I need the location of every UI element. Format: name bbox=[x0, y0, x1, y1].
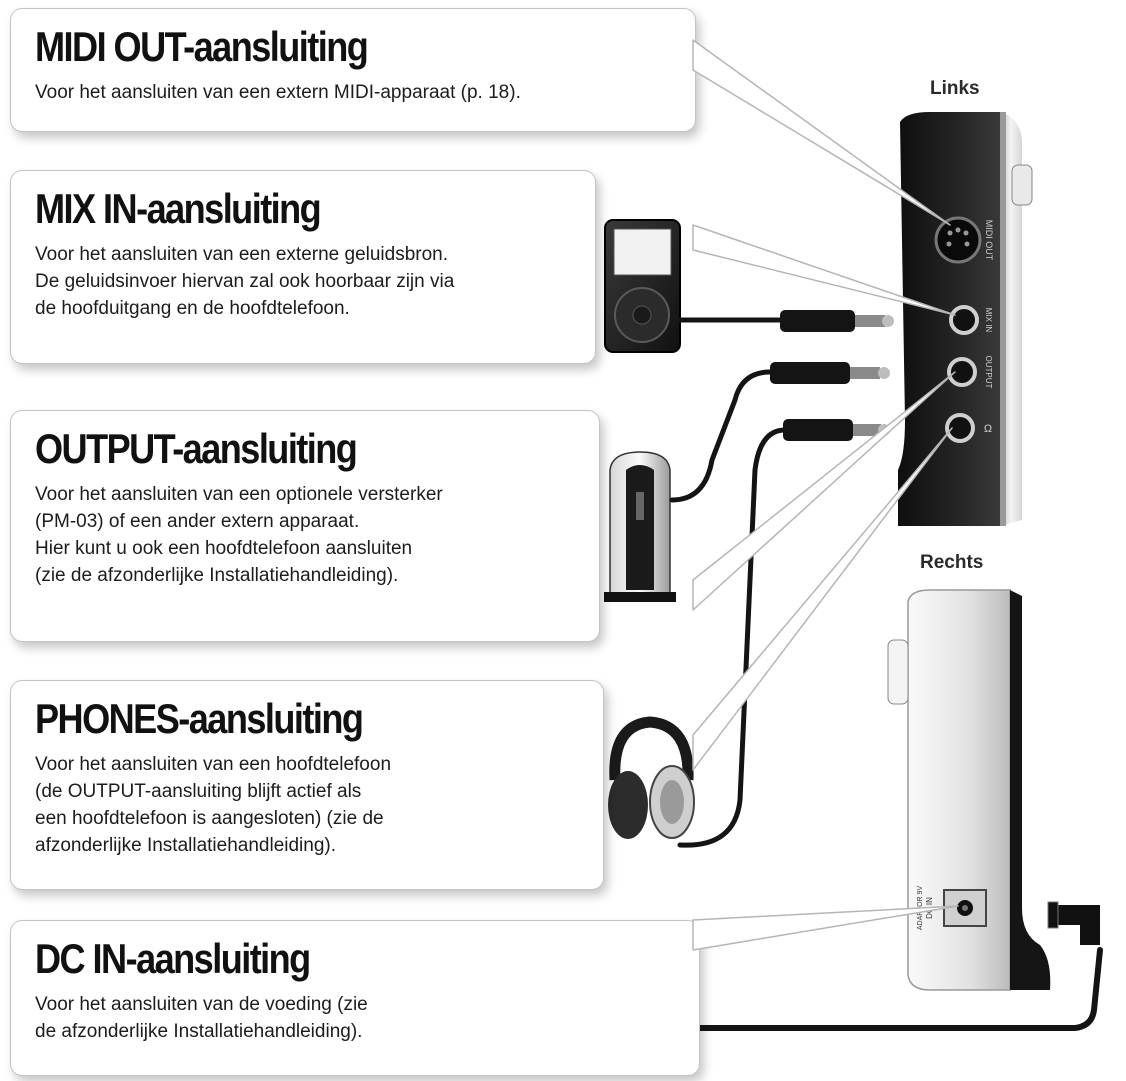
midi-out-jack bbox=[934, 216, 982, 264]
callout-title: DC IN-aansluiting bbox=[35, 935, 311, 982]
callout-body: Voor het aansluiten van een externe gelu… bbox=[35, 241, 573, 322]
callout-title: MIX IN-aansluiting bbox=[35, 185, 322, 232]
callout-body: Voor het aansluiten van een extern MIDI-… bbox=[35, 79, 673, 106]
amplifier-icon bbox=[604, 451, 676, 602]
callout-mix-in: MIX IN-aansluiting Voor het aansluiten v… bbox=[10, 170, 596, 364]
phones-jack bbox=[945, 413, 975, 443]
adaptor-device-label: ADAPTOR 9V bbox=[917, 886, 924, 931]
right-side-label: Rechts bbox=[920, 552, 984, 573]
callout-title: PHONES-aansluiting bbox=[35, 695, 364, 742]
device-right-side: DC IN ADAPTOR 9V bbox=[887, 589, 1051, 991]
callout-line: Voor het aansluiten van een optionele ve… bbox=[35, 484, 443, 505]
dc-plug-icon bbox=[1047, 901, 1100, 945]
phones-device-label: Ω bbox=[984, 423, 992, 435]
callout-title: MIDI OUT-aansluiting bbox=[35, 23, 369, 70]
output-device-label: OUTPUT bbox=[984, 356, 993, 389]
left-side-label: Links bbox=[930, 78, 980, 99]
output-jack bbox=[947, 357, 977, 387]
callout-output: OUTPUT-aansluiting Voor het aansluiten v… bbox=[10, 410, 600, 642]
callout-line: De geluidsinvoer hiervan zal ook hoorbaa… bbox=[35, 271, 455, 292]
callout-midi-out: MIDI OUT-aansluiting Voor het aansluiten… bbox=[10, 8, 696, 132]
callout-line: Voor het aansluiten van een externe gelu… bbox=[35, 244, 449, 265]
callout-phones: PHONES-aansluiting Voor het aansluiten v… bbox=[10, 680, 604, 890]
device-left-side: MIDI OUT MIX IN OUTPUT Ω bbox=[898, 112, 1033, 526]
callout-line: (zie de afzonderlijke Installatiehandlei… bbox=[35, 565, 399, 586]
dc-in-device-label: DC IN bbox=[925, 897, 934, 919]
callout-line: Hier kunt u ook een hoofdtelefoon aanslu… bbox=[35, 538, 413, 559]
callout-dc-in: DC IN-aansluiting Voor het aansluiten va… bbox=[10, 920, 700, 1076]
callout-line: de afzonderlijke Installatiehandleiding)… bbox=[35, 1021, 363, 1042]
callout-line: Voor het aansluiten van een extern MIDI-… bbox=[35, 82, 521, 103]
callout-line: Voor het aansluiten van de voeding (zie bbox=[35, 994, 368, 1015]
callout-line: (de OUTPUT-aansluiting blijft actief als bbox=[35, 781, 362, 802]
callout-body: Voor het aansluiten van een hoofdtelefoo… bbox=[35, 751, 581, 859]
callout-body: Voor het aansluiten van een optionele ve… bbox=[35, 481, 577, 589]
callout-line: een hoofdtelefoon is aangesloten) (zie d… bbox=[35, 808, 384, 829]
callout-title: OUTPUT-aansluiting bbox=[35, 425, 358, 472]
headphones-icon bbox=[608, 716, 695, 839]
callout-line: (PM-03) of een ander extern apparaat. bbox=[35, 511, 360, 532]
callout-line: de hoofduitgang en de hoofdtelefoon. bbox=[35, 298, 350, 319]
mix-in-jack bbox=[949, 305, 979, 335]
midi-out-device-label: MIDI OUT bbox=[984, 220, 994, 261]
mix-in-device-label: MIX IN bbox=[984, 308, 993, 333]
music-player-icon bbox=[604, 219, 681, 353]
callout-line: Voor het aansluiten van een hoofdtelefoo… bbox=[35, 754, 392, 775]
callout-body: Voor het aansluiten van de voeding (zie … bbox=[35, 991, 677, 1045]
callout-line: afzonderlijke Installatiehandleiding). bbox=[35, 835, 337, 856]
